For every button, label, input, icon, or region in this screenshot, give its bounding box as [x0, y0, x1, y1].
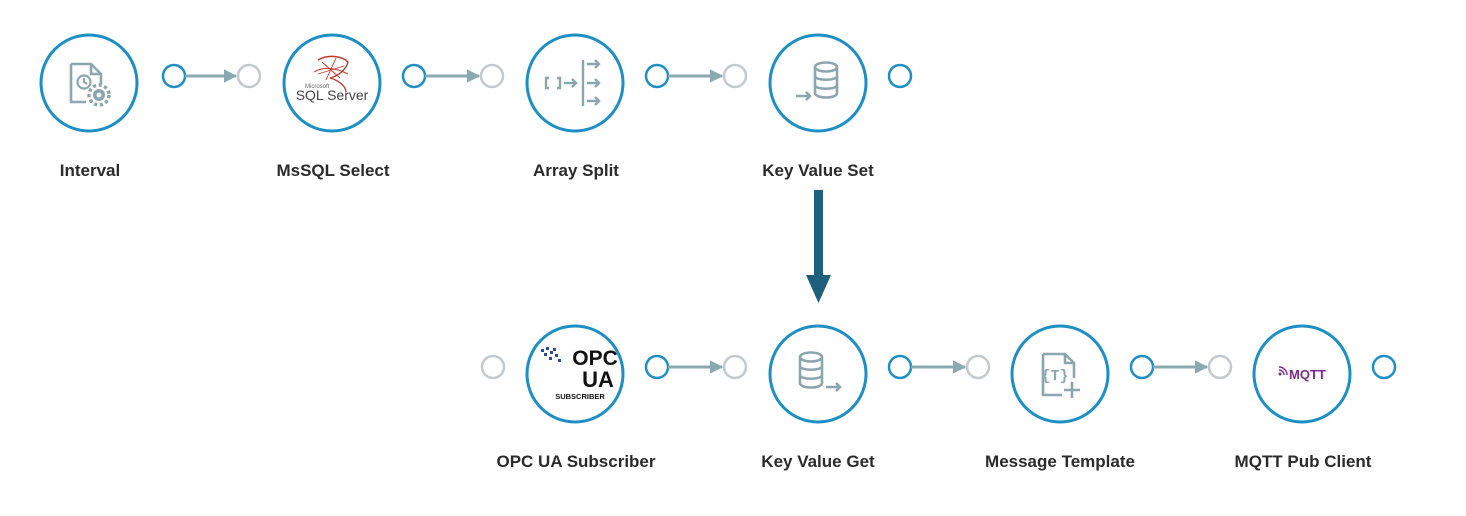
sql-logo-main: SQL Server	[296, 87, 369, 103]
node-label-key-value-set: Key Value Set	[762, 161, 874, 180]
opc-logo-line1: OPC	[572, 347, 618, 370]
node-label-interval: Interval	[60, 161, 120, 180]
message-template-output-port[interactable]	[1129, 354, 1155, 380]
opc-logo-line2: UA	[582, 367, 614, 392]
mqtt-logo-icon: MQTT	[1278, 366, 1326, 382]
array-split-output-port[interactable]	[644, 63, 670, 89]
node-array-split[interactable]: Array Split	[479, 33, 670, 180]
node-key-value-get-ring[interactable]	[768, 324, 868, 424]
node-label-mssql-select: MsSQL Select	[276, 161, 389, 180]
array-split-icon	[544, 59, 601, 106]
node-message-template-ring[interactable]	[1010, 324, 1110, 424]
mqtt-output-port[interactable]	[1371, 354, 1397, 380]
mqtt-input-port[interactable]	[1207, 354, 1233, 380]
opc-logo-line3: SUBSCRIBER	[555, 392, 605, 401]
message-template-icon: {T}	[1041, 352, 1080, 398]
mssql-input-port[interactable]	[236, 63, 262, 89]
node-mqtt-pub-client[interactable]: MQTT MQTT Pub Client	[1207, 324, 1397, 471]
node-interval[interactable]: Interval	[39, 33, 187, 180]
node-key-value-set-ring[interactable]	[768, 33, 868, 133]
node-label-mqtt-pub-client: MQTT Pub Client	[1235, 452, 1372, 471]
node-label-array-split: Array Split	[533, 161, 619, 180]
key-value-set-output-port[interactable]	[887, 63, 913, 89]
mqtt-logo-text: MQTT	[1289, 367, 1326, 382]
sql-server-logo-icon: Microsoft SQL Server	[296, 55, 369, 103]
key-value-get-output-port[interactable]	[887, 354, 913, 380]
interval-icon	[69, 62, 111, 107]
array-split-input-port[interactable]	[479, 63, 505, 89]
node-opc-ua-subscriber[interactable]: OPC UA SUBSCRIBER OPC UA Subscriber	[480, 324, 670, 471]
opc-ua-output-port[interactable]	[644, 354, 670, 380]
mssql-output-port[interactable]	[401, 63, 427, 89]
database-out-icon	[798, 351, 842, 392]
opc-ua-input-port[interactable]	[480, 354, 506, 380]
opc-ua-logo-icon: OPC UA SUBSCRIBER	[541, 347, 618, 401]
database-in-icon	[796, 61, 839, 101]
node-opc-ua-ring[interactable]	[525, 324, 625, 424]
key-value-set-input-port[interactable]	[722, 63, 748, 89]
node-key-value-set[interactable]: Key Value Set	[722, 33, 913, 180]
node-label-key-value-get: Key Value Get	[761, 452, 875, 471]
node-label-opc-ua-subscriber: OPC UA Subscriber	[496, 452, 655, 471]
node-mssql-ring[interactable]	[282, 33, 382, 133]
key-value-get-input-port[interactable]	[722, 354, 748, 380]
vertical-flow-arrow	[806, 190, 831, 303]
message-template-input-port[interactable]	[965, 354, 991, 380]
node-key-value-get[interactable]: Key Value Get	[722, 324, 913, 471]
node-mqtt-ring[interactable]	[1252, 324, 1352, 424]
node-mssql-select[interactable]: Microsoft SQL Server MsSQL Select	[236, 33, 427, 180]
interval-output-port[interactable]	[161, 63, 187, 89]
node-label-message-template: Message Template	[985, 452, 1135, 471]
node-message-template[interactable]: {T} Message Template	[965, 324, 1155, 471]
node-interval-ring[interactable]	[39, 33, 139, 133]
sql-logo-microsoft: Microsoft	[305, 84, 330, 90]
message-template-glyph: {T}	[1041, 368, 1068, 385]
